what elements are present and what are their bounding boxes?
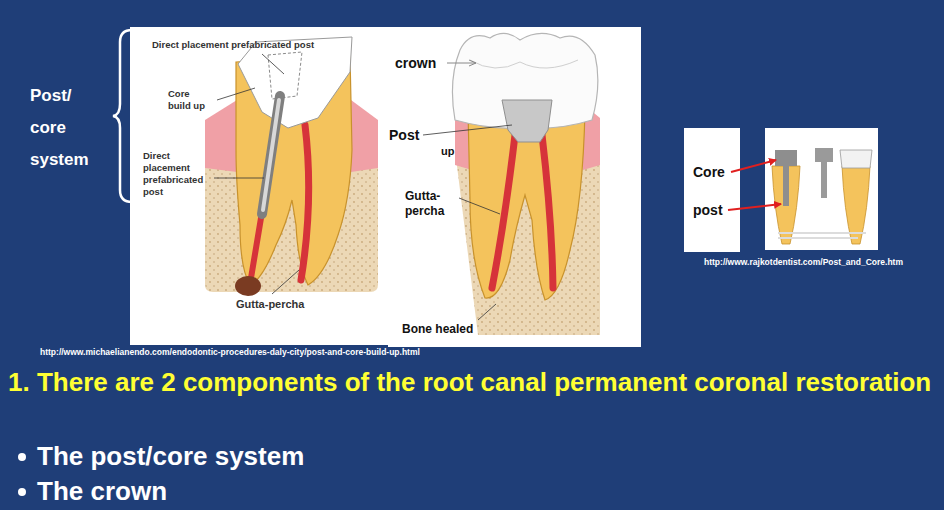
crown-illustration bbox=[447, 63, 476, 64]
post-core-illustration bbox=[263, 100, 279, 210]
post-core-illustration bbox=[205, 100, 237, 172]
crown-illustration bbox=[388, 27, 641, 347]
post-core-illustration bbox=[262, 96, 280, 214]
post-core-photo bbox=[728, 204, 781, 210]
crown-illustration bbox=[502, 100, 552, 142]
part-label: Gutta-percha bbox=[236, 298, 304, 311]
post-core-illustration bbox=[268, 52, 302, 99]
crown-illustration bbox=[459, 198, 500, 214]
crown-illustration bbox=[542, 135, 553, 288]
post-core-photo bbox=[731, 160, 776, 172]
post-core-illustration bbox=[130, 27, 388, 345]
source-url: http://www.michaelianendo.com/endodontic… bbox=[40, 347, 420, 357]
part-label: up bbox=[441, 145, 454, 158]
post-core-photo bbox=[778, 237, 858, 239]
crown-illustration bbox=[478, 304, 496, 320]
part-label: Direct placement prefabricated post bbox=[152, 39, 314, 51]
group-bracket bbox=[113, 30, 132, 202]
group-label: Post/ core system bbox=[30, 80, 104, 176]
post-core-photo bbox=[684, 128, 878, 252]
post-core-photo bbox=[778, 232, 866, 234]
post-core-illustration bbox=[251, 212, 262, 278]
crown-illustration bbox=[423, 125, 512, 135]
post-core-photo bbox=[821, 162, 827, 198]
part-label: Core build up bbox=[168, 88, 213, 112]
post-core-illustration bbox=[262, 54, 284, 74]
crown-illustration bbox=[492, 135, 515, 288]
post-core-photo bbox=[840, 150, 872, 168]
slide-heading: 1. There are 2 components of the root ca… bbox=[8, 366, 942, 399]
post-core-illustration bbox=[235, 276, 261, 296]
post-core-illustration bbox=[272, 270, 299, 294]
post-core-illustration bbox=[351, 100, 378, 172]
post-core-photo bbox=[765, 128, 878, 250]
part-label: Post bbox=[389, 127, 419, 143]
bullet bbox=[18, 488, 26, 496]
part-label: Bone healed bbox=[402, 322, 473, 336]
post-core-photo bbox=[775, 150, 797, 166]
bullet-text: The crown bbox=[37, 475, 167, 507]
bullet bbox=[18, 453, 26, 461]
bullet-text: The post/core system bbox=[37, 440, 304, 472]
part-label: Direct placement prefabricated post bbox=[143, 150, 211, 198]
part-label: post bbox=[693, 202, 723, 218]
post-core-illustration bbox=[130, 27, 388, 345]
post-core-photo bbox=[783, 166, 789, 206]
post-core-photo bbox=[684, 128, 740, 252]
post-core-illustration bbox=[238, 37, 352, 128]
post-core-illustration bbox=[301, 125, 309, 280]
part-label: Gutta-percha bbox=[405, 189, 455, 219]
post-core-photo bbox=[815, 148, 833, 162]
post-core-illustration bbox=[214, 178, 264, 179]
post-core-illustration bbox=[217, 88, 255, 100]
crown-illustration bbox=[470, 60, 578, 68]
source-url: http://www.rajkotdentist.com/Post_and_Co… bbox=[704, 257, 916, 267]
crown-illustration bbox=[388, 27, 641, 347]
part-label: crown bbox=[395, 55, 436, 71]
part-label: Core bbox=[693, 164, 725, 180]
